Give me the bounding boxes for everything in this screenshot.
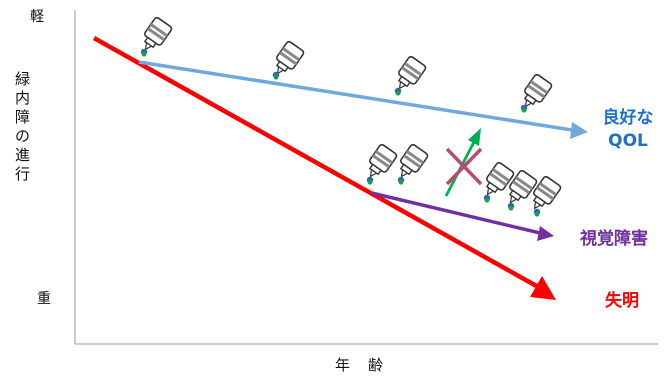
visual-impairment-trend-arrow bbox=[371, 191, 554, 241]
y-axis-bottom-label: 重 bbox=[37, 291, 51, 307]
improvement-arrow bbox=[444, 128, 481, 197]
blindness-label: 失明 bbox=[605, 291, 639, 311]
eye-drop-icon bbox=[397, 176, 405, 185]
blindness-trend-arrow bbox=[92, 36, 556, 300]
eye-drop-icon bbox=[520, 104, 528, 113]
eye-drop-icon bbox=[483, 194, 491, 203]
y-axis-top-label: 軽 bbox=[30, 9, 44, 25]
cross-icon bbox=[445, 147, 483, 186]
eye-drop-bottle-icon bbox=[392, 142, 430, 183]
eye-drop-icon bbox=[394, 87, 402, 96]
y-axis-title: 緑内障の進行 bbox=[14, 70, 31, 183]
eye-drop-icon bbox=[140, 48, 148, 57]
eye-drop-icon bbox=[533, 208, 541, 217]
eye-drop-bottle-icon bbox=[361, 142, 399, 183]
eye-drop-icon bbox=[272, 71, 280, 80]
good-qol-trend-arrow bbox=[138, 60, 588, 139]
eye-drop-icon bbox=[507, 202, 515, 211]
eye-drop-icon bbox=[366, 176, 374, 185]
x-axis-title: 年齢 bbox=[335, 356, 402, 374]
visual-impairment-label: 視覚障害 bbox=[580, 229, 648, 249]
